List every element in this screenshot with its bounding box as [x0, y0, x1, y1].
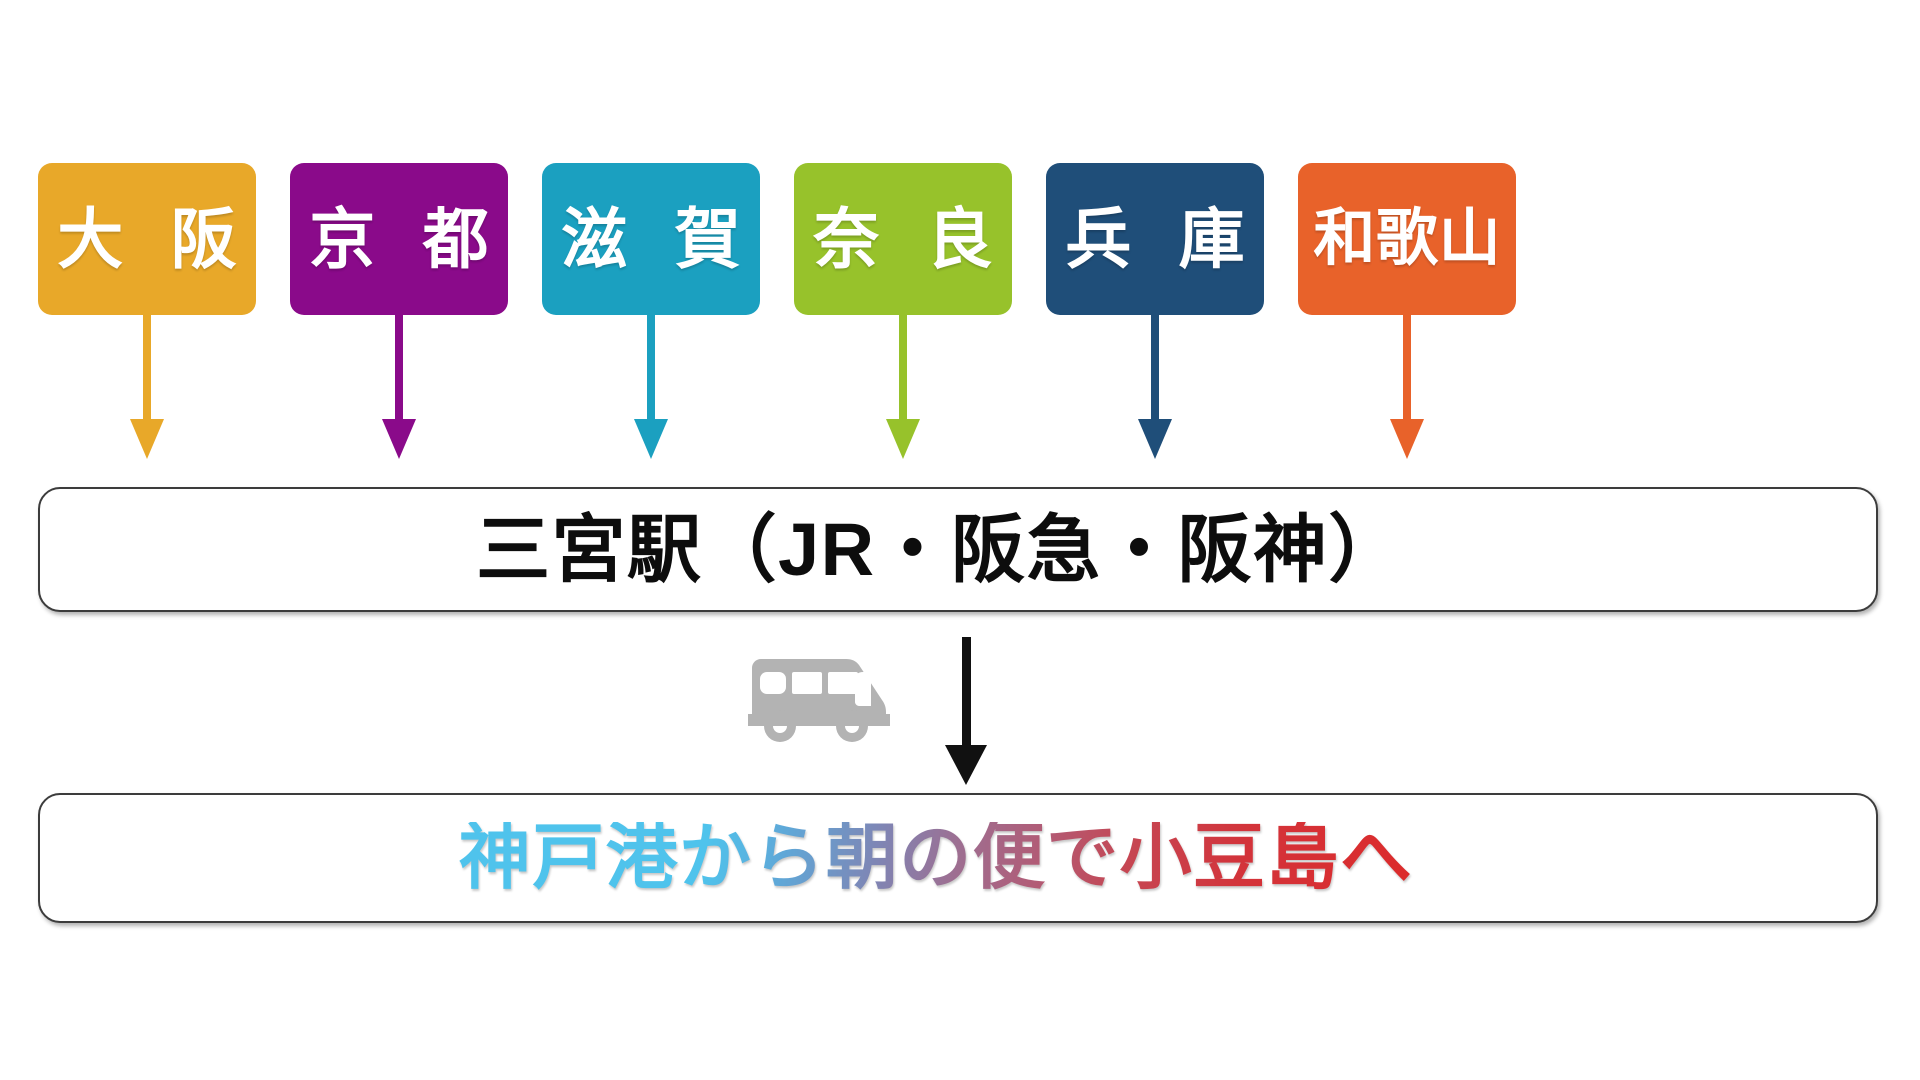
destination-label: 神戸港から朝の便で小豆島へ	[458, 818, 1414, 898]
transfer-arrow	[936, 637, 996, 785]
prefecture-chip-nara[interactable]: 奈 良	[794, 163, 1012, 315]
arrow-head	[1138, 419, 1172, 459]
connector-arrow-nara	[873, 315, 933, 461]
prefecture-chip-label: 和歌山	[1313, 204, 1502, 273]
connector-arrow-osaka	[117, 315, 177, 461]
prefecture-chip-hyogo[interactable]: 兵 庫	[1046, 163, 1264, 315]
station-panel[interactable]: 三宮駅（JR・阪急・阪神）	[38, 487, 1878, 612]
prefecture-chip-label: 大 阪	[57, 202, 252, 276]
arrow-head	[634, 419, 668, 459]
prefecture-chip-wakayama[interactable]: 和歌山	[1298, 163, 1516, 315]
arrow-shaft	[962, 637, 971, 749]
arrow-head	[130, 419, 164, 459]
arrow-head	[1390, 419, 1424, 459]
prefecture-chip-shiga[interactable]: 滋 賀	[542, 163, 760, 315]
prefecture-chip-label: 兵 庫	[1065, 202, 1260, 276]
arrow-head	[945, 745, 987, 785]
prefecture-chip-label: 奈 良	[813, 202, 1008, 276]
bus-icon	[742, 654, 898, 744]
station-name-label: 三宮駅（JR・阪急・阪神）	[476, 507, 1404, 591]
arrow-shaft	[899, 315, 907, 423]
connector-arrow-hyogo	[1125, 315, 1185, 461]
destination-panel[interactable]: 神戸港から朝の便で小豆島へ	[38, 793, 1878, 923]
connector-arrow-shiga	[621, 315, 681, 461]
arrow-head	[382, 419, 416, 459]
connector-arrow-wakayama	[1377, 315, 1437, 461]
connector-arrow-kyoto	[369, 315, 429, 461]
arrow-shaft	[143, 315, 151, 423]
arrow-shaft	[1151, 315, 1159, 423]
prefecture-row: 大 阪 京 都 滋 賀 奈 良 兵 庫 和歌山	[38, 163, 1878, 315]
arrow-head	[886, 419, 920, 459]
arrow-shaft	[1403, 315, 1411, 423]
arrow-shaft	[395, 315, 403, 423]
prefecture-chip-osaka[interactable]: 大 阪	[38, 163, 256, 315]
arrow-shaft	[647, 315, 655, 423]
prefecture-chip-label: 滋 賀	[561, 202, 756, 276]
prefecture-chip-label: 京 都	[309, 202, 504, 276]
prefecture-chip-kyoto[interactable]: 京 都	[290, 163, 508, 315]
